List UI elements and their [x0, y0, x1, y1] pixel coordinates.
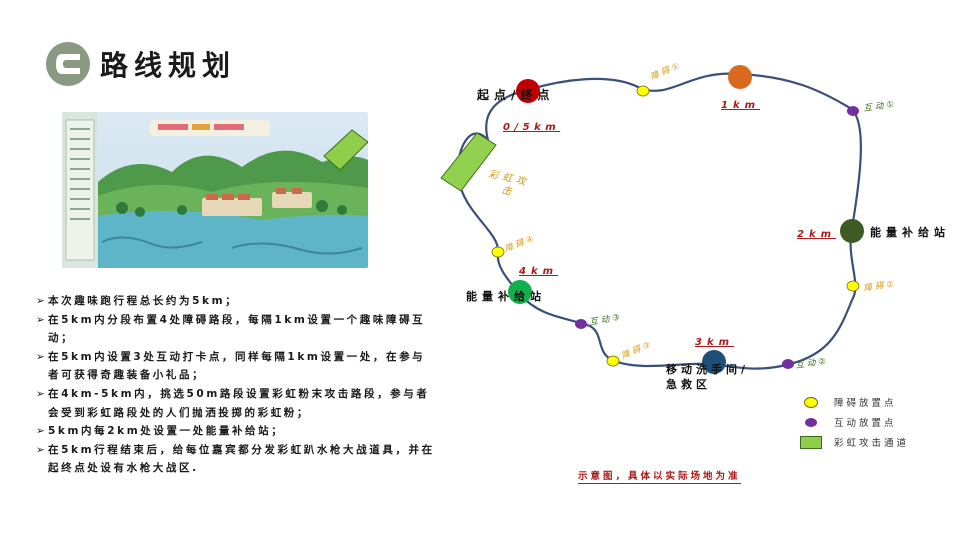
toilet-label-line2: 急救区 [666, 377, 711, 391]
obstacle-point-3 [606, 355, 620, 367]
interact-1-label: 互动① [863, 99, 898, 114]
legend-item-obstacle: 障碍放置点 [800, 392, 909, 412]
disclaimer-note: 示意图，具体以实际场地为准 [578, 468, 741, 484]
interaction-swatch [805, 417, 817, 427]
section-title-icon [46, 42, 90, 86]
obstacle-point-4 [491, 246, 505, 258]
toilet-label-line1: 移动洗手间/ [666, 362, 749, 376]
legend: 障碍放置点 互动放置点 彩虹攻击通道 [800, 392, 909, 452]
obstacle-4-label: 障碍④ [503, 232, 538, 255]
rainbow-attack-label-line2: 击 [500, 184, 513, 198]
km4-supply-marker [508, 280, 532, 304]
km3-toilet-marker [702, 350, 726, 374]
route-description: ➢本次趣味跑行程总长约为5km； ➢在5km内分段布置4处障碍路段，每隔1km设… [36, 292, 436, 478]
km-3-label: 3km [695, 337, 734, 348]
list-item: ➢在5km内分段布置4处障碍路段，每隔1km设置一个趣味障碍互动； [36, 313, 426, 345]
km-0-5-label: 0/5km [503, 122, 560, 133]
km-4-label: 4km [518, 266, 558, 277]
obstacle-swatch [804, 396, 818, 408]
interact-2-label: 互动② [795, 356, 830, 371]
km-2-label: 2km [797, 229, 836, 240]
obstacle-point-2 [846, 280, 860, 292]
interact-3-label: 互动③ [589, 312, 624, 328]
page-title: 路线规划 [100, 49, 237, 82]
list-item: ➢在5km内设置3处互动打卡点，同样每隔1km设置一处，在参与者可获得奇趣装备小… [36, 350, 426, 382]
obstacle-1-label: 障碍① [649, 59, 684, 83]
route-path [456, 72, 862, 370]
km-1-label: 1km [721, 100, 760, 111]
interaction-point-1 [847, 106, 859, 116]
rainbow-attack-zone [440, 132, 497, 192]
obstacle-3-label: 障碍③ [620, 338, 655, 362]
legend-item-rainbow: 彩虹攻击通道 [800, 432, 909, 452]
list-item: ➢在4km-5km内，挑选50m路段设置彩虹粉末攻击路段，参与者会受到彩虹路段处… [36, 387, 430, 419]
interaction-point-3 [575, 319, 587, 329]
km1-marker [728, 65, 752, 89]
venue-map-image [62, 112, 368, 268]
list-item: ➢5km内每2km处设置一处能量补给站； [36, 425, 285, 438]
rainbow-swatch [800, 435, 822, 449]
start-finish-label: 起点/终点 [476, 87, 554, 102]
obstacle-point-1 [636, 85, 650, 97]
km2-supply-marker [840, 219, 864, 243]
start-finish-marker [516, 79, 540, 103]
supply-station-2km-label: 能量补给站 [870, 225, 950, 239]
supply-station-4km-label: 能量补给站 [466, 289, 546, 303]
legend-item-interaction: 互动放置点 [800, 412, 909, 432]
list-item: ➢在5km行程结束后，给每位嘉宾都分发彩虹趴水枪大战道具，并在起终点处设有水枪大… [36, 443, 435, 475]
obstacle-2-label: 障碍② [863, 278, 898, 294]
interaction-point-2 [782, 359, 794, 369]
list-item: ➢本次趣味跑行程总长约为5km； [36, 295, 239, 307]
